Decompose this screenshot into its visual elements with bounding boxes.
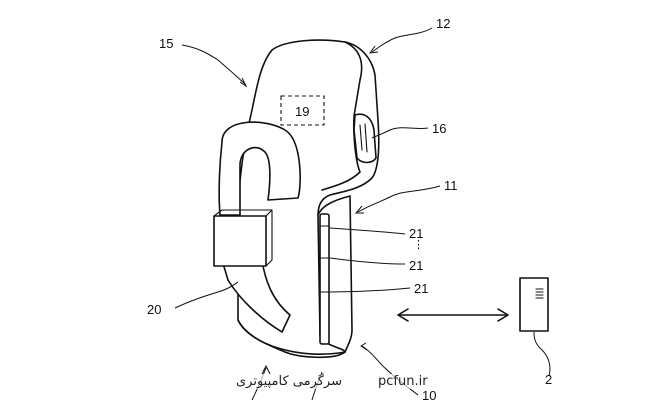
label-12: 12 [436,16,451,31]
watermark-site: pcfun.ir [375,374,431,389]
strap-buckle [213,215,267,267]
label-16: 16 [432,121,447,136]
leader-11 [357,185,441,213]
leader-16 [371,127,429,139]
display-region-box [280,95,325,126]
leader-12 [371,27,433,53]
strap-loop [218,121,301,216]
receiver-device [519,277,549,332]
label-11: 11 [444,178,458,193]
trigger-shading [359,123,368,153]
leader-11-head [354,205,364,214]
label-2: 2 [545,372,553,387]
label-21-mid: 21 [409,258,424,273]
label-19: 19 [295,104,310,119]
leader-2 [533,331,551,377]
buckle-top [213,209,273,267]
label-20: 20 [147,302,162,317]
label-21-bottom: 21 [414,281,429,296]
leader-21a [329,227,406,235]
base-bottom [237,319,346,355]
trigger-button [353,113,377,164]
arrow-head-right [497,308,509,322]
leader-21b [329,257,406,265]
leader-10-head [360,342,368,351]
label-10: 10 [422,388,437,400]
leader-bottom-left-head [261,364,271,375]
leader-21c [329,287,411,293]
watermark-persian: سرگرمی کامپیوتری [233,374,345,389]
leader-20 [174,281,239,309]
strap-band [221,259,291,333]
sensor-strip [319,213,330,345]
label-15: 15 [159,36,174,51]
label-21-top: 21 [409,226,424,241]
label-21-dots: ⋮ [413,239,424,251]
arrow-head-left [397,308,409,322]
leader-15-head [239,77,248,88]
grip-front-edge [317,195,353,353]
leader-15 [181,44,246,85]
leader-12-head [368,45,379,54]
